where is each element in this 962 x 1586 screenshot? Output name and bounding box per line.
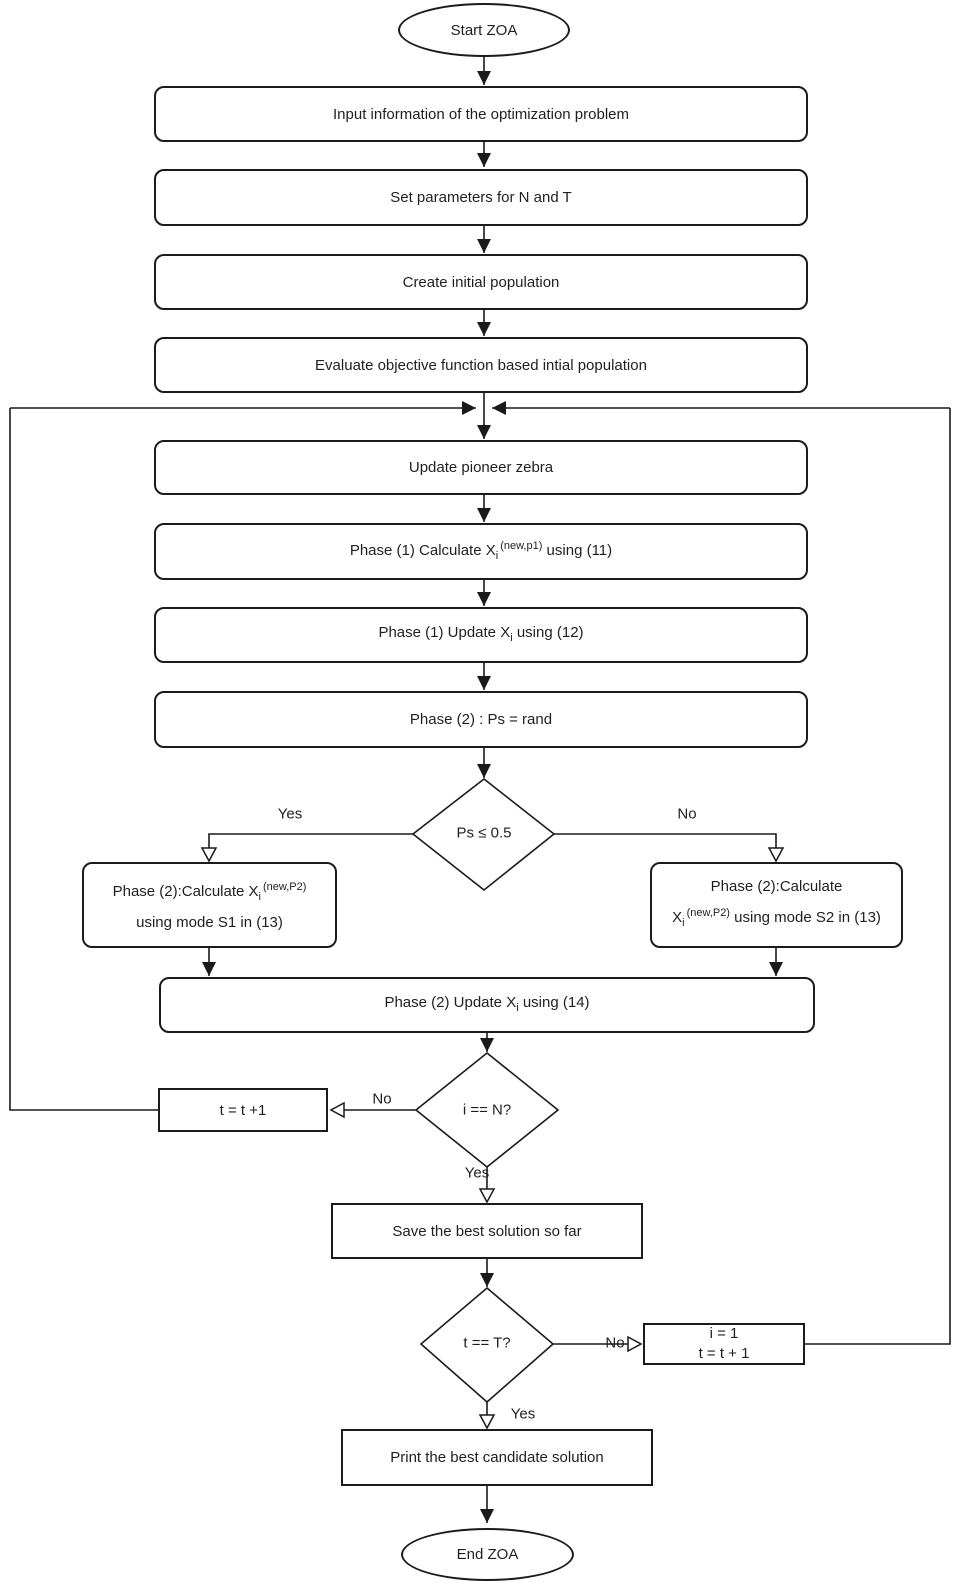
edge-label-ps-no: No xyxy=(677,805,697,823)
step-update-pioneer-zebra: Update pioneer zebra xyxy=(154,440,808,495)
step-save-best-solution: Save the best solution so far xyxy=(331,1203,643,1259)
terminator-end: End ZOA xyxy=(401,1528,574,1581)
terminator-start: Start ZOA xyxy=(398,3,570,57)
decision-ps-label: Ps ≤ 0.5 xyxy=(456,824,512,842)
step-set-parameters: Set parameters for N and T xyxy=(154,169,808,226)
decision-diamonds xyxy=(411,777,560,1404)
edge-label-t-no: No xyxy=(605,1334,625,1352)
step-create-population: Create initial population xyxy=(154,254,808,310)
step-print-best-solution: Print the best candidate solution xyxy=(341,1429,653,1486)
step-t-increment: t = t +1 xyxy=(158,1088,328,1132)
step-evaluate-objective: Evaluate objective function based intial… xyxy=(154,337,808,393)
step-phase2-update: Phase (2) Update Xi using (14) xyxy=(159,977,815,1033)
step-phase2-calc-s2: Phase (2):Calculate Xi(new,P2) using mod… xyxy=(650,862,903,948)
decision-ps-shape xyxy=(411,777,556,892)
open-arrowheads xyxy=(200,847,785,1430)
step-input-info: Input information of the optimization pr… xyxy=(154,86,808,142)
step-phase1-update: Phase (1) Update Xi using (12) xyxy=(154,607,808,663)
flow-arrows xyxy=(9,57,951,1523)
step-phase2-calc-s1: Phase (2):Calculate Xi(new,P2) using mod… xyxy=(82,862,337,948)
step-phase2-ps-rand: Phase (2) : Ps = rand xyxy=(154,691,808,748)
decision-i-equals-n-shape xyxy=(414,1051,560,1169)
decision-i-equals-n-label: i == N? xyxy=(462,1101,512,1119)
edge-label-i-no: No xyxy=(372,1090,392,1108)
decision-t-equals-t-label: t == T? xyxy=(463,1334,511,1352)
step-phase1-calculate: Phase (1) Calculate Xi(new,p1) using (11… xyxy=(154,523,808,580)
edge-label-ps-yes: Yes xyxy=(277,805,303,823)
edge-label-i-yes: Yes xyxy=(464,1164,490,1182)
decision-t-equals-t-shape xyxy=(419,1286,555,1404)
edge-label-t-yes: Yes xyxy=(510,1405,536,1423)
step-reset-counters: i = 1 t = t + 1 xyxy=(643,1323,805,1365)
